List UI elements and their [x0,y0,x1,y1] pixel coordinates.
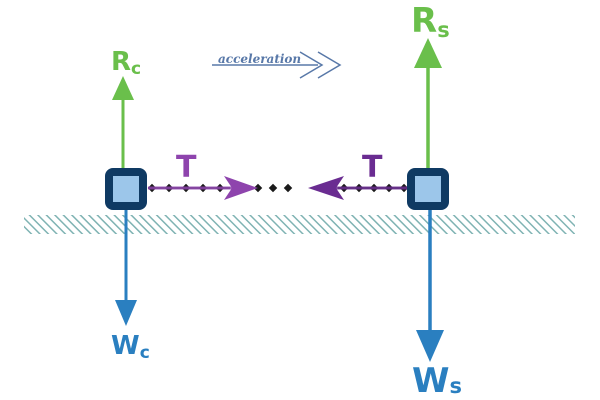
tension-left-arrow [148,176,258,200]
rope-dot [268,183,278,193]
ground-surface [24,215,575,234]
reaction-s-arrowhead [414,38,442,68]
reaction-s-label: Rs [411,1,450,42]
reaction-s-arrow [414,38,442,170]
tension-left-label: T [176,150,197,185]
weight-c-label: Wc [111,331,150,363]
block-c [105,168,147,210]
tension-right-arrow [308,176,408,200]
reaction-c-arrowhead [112,76,134,100]
rope-dot [283,183,293,193]
weight-s-arrowhead [416,330,444,362]
acceleration-indicator: acceleration [212,51,342,79]
weight-s-label: Ws [412,361,462,400]
block-s [407,168,449,210]
tension-left-arrowhead [224,176,258,200]
double-chevron-right-icon [299,51,342,79]
weight-s-arrow [416,208,444,362]
reaction-c-label: Rc [111,47,141,79]
weight-c-arrow [115,208,137,326]
reaction-c-arrow [112,76,134,170]
acceleration-label: acceleration [218,52,301,66]
weight-c-arrowhead [115,300,137,326]
tension-right-arrowhead [308,176,344,200]
tension-right-label: T [362,150,383,185]
